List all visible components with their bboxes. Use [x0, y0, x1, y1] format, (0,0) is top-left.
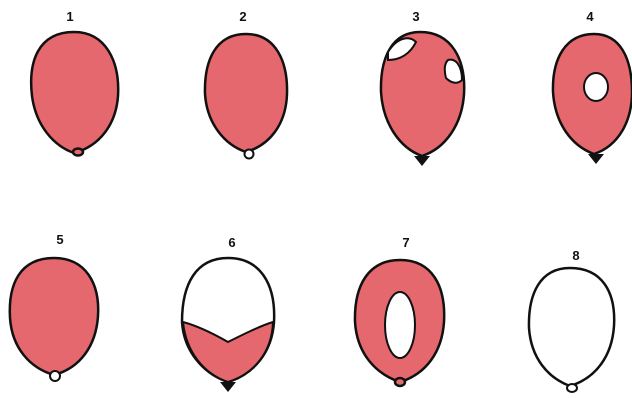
item-7-base — [395, 378, 405, 386]
item-7-number: 7 — [402, 235, 409, 250]
item-2: 2 — [205, 9, 287, 159]
item-2-shape — [205, 34, 287, 152]
item-1-shape — [31, 32, 118, 153]
item-5-number: 5 — [56, 232, 63, 247]
item-8-base — [567, 384, 577, 392]
item-7-center-hole — [385, 292, 415, 358]
item-3-base — [414, 156, 430, 166]
item-6-number: 6 — [228, 235, 235, 250]
item-4-center-hole — [584, 73, 608, 101]
item-6-base — [220, 382, 236, 392]
item-8-number: 8 — [572, 248, 579, 263]
item-3-number: 3 — [412, 9, 419, 24]
item-2-number: 2 — [239, 9, 246, 24]
item-5: 5 — [10, 232, 98, 381]
item-6: 6 — [182, 235, 274, 392]
item-1-number: 1 — [66, 9, 73, 24]
item-3: 3 — [381, 9, 464, 166]
item-1-base — [73, 149, 83, 156]
item-1: 1 — [31, 9, 118, 156]
item-4-number: 4 — [586, 9, 594, 24]
item-4-base — [588, 154, 604, 164]
item-5-shape — [10, 258, 98, 375]
item-2-base-dot — [245, 150, 254, 159]
item-5-base-dot — [50, 371, 60, 381]
item-8: 8 — [529, 248, 614, 392]
item-4: 4 — [553, 9, 632, 164]
item-7: 7 — [355, 235, 444, 386]
item-8-outline — [529, 268, 614, 386]
